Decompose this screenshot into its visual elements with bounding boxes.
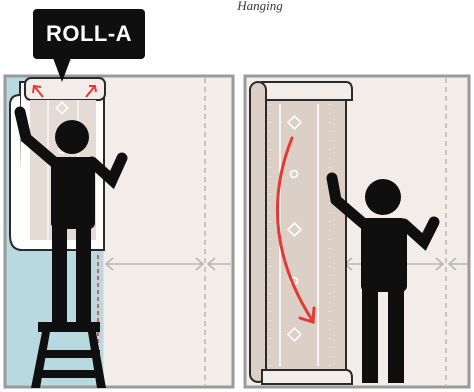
roll-label-callout: ROLL-A: [33, 9, 145, 59]
wall-panel-right: [245, 76, 469, 387]
wall-panel-left: [5, 76, 233, 388]
wallpaper-roll-icon: [250, 82, 352, 384]
callout-pointer: [53, 58, 71, 82]
